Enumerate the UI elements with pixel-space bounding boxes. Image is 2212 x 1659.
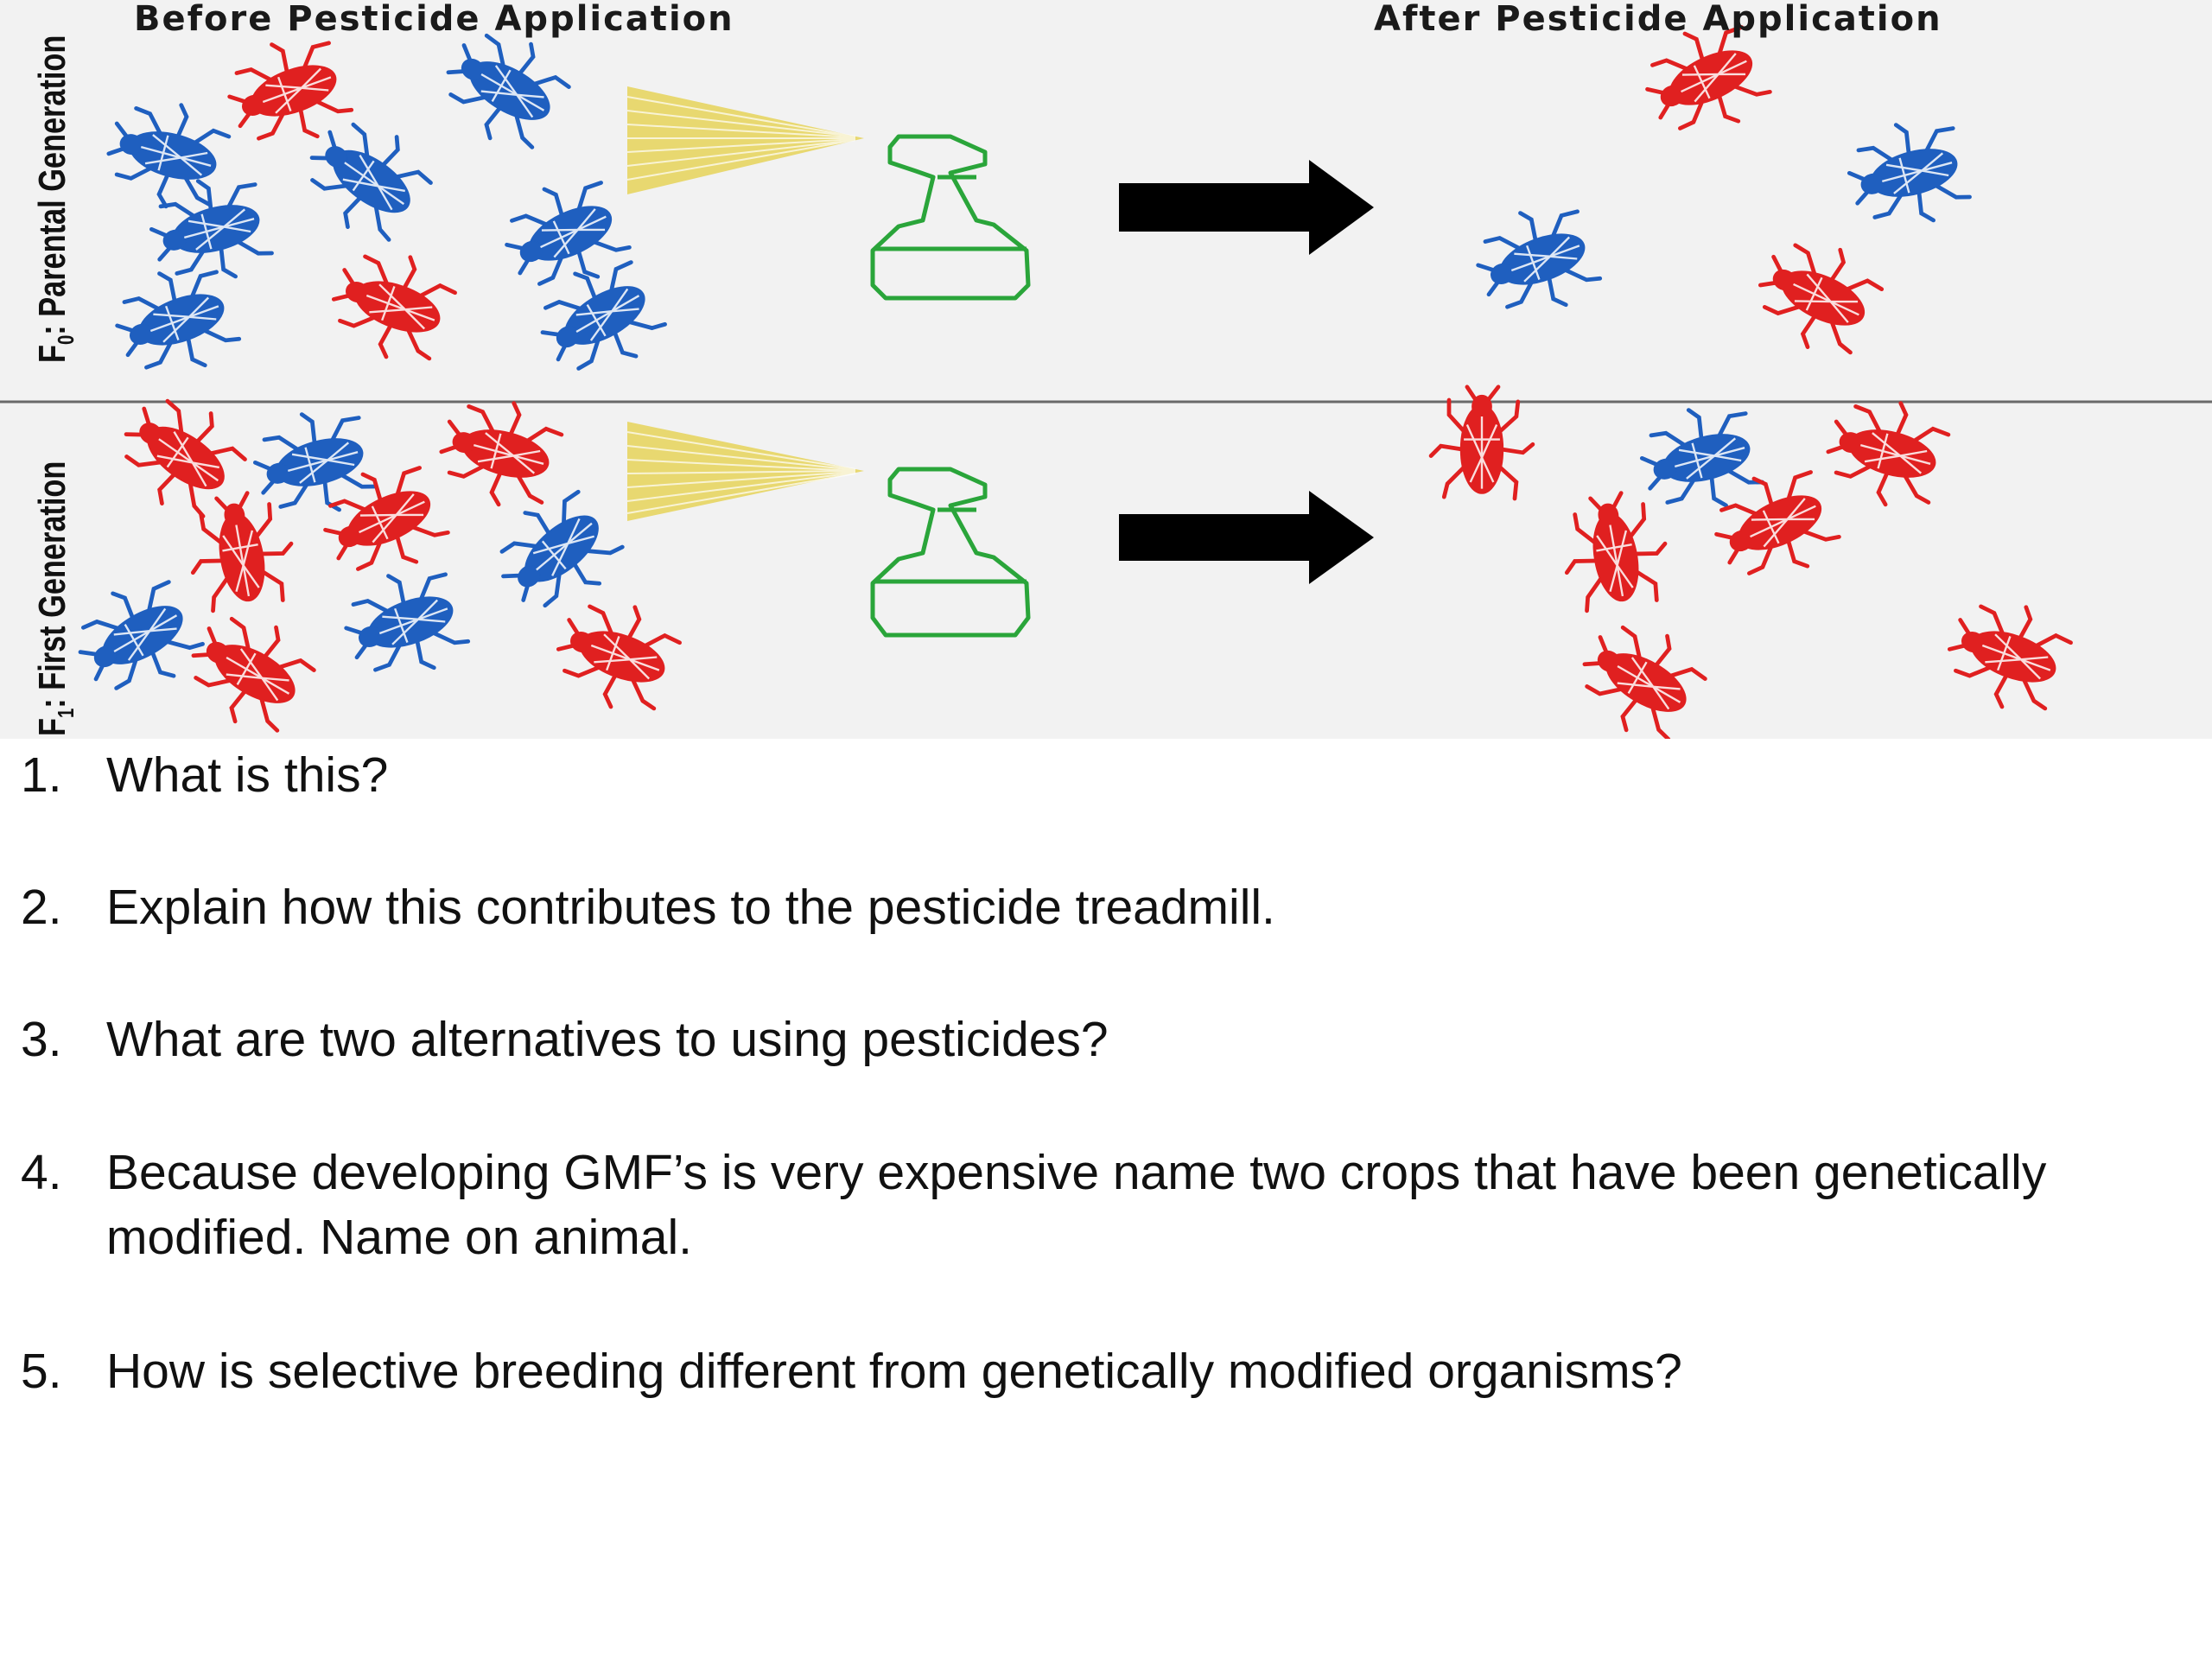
bug-icon: [63, 566, 211, 710]
question-text: What are two alternatives to using pesti…: [106, 1012, 1109, 1067]
parental-generation-label: F0: Parental Generation: [31, 35, 79, 363]
question-number: 4.: [21, 1145, 62, 1200]
bug-icon: [105, 255, 245, 389]
generation-name: : Parental Generation: [31, 35, 73, 335]
bug-icon: [1745, 226, 1890, 365]
generation-subscript: 1: [52, 708, 79, 719]
right-arrow-icon: [1119, 491, 1374, 584]
bug-icon: [334, 557, 474, 691]
question-item: 4. Because developing GMF’s is very expe…: [0, 1141, 2143, 1270]
bug-icon: [1554, 487, 1674, 615]
first-generation-label: F1: First Generation: [31, 461, 79, 736]
generation-subscript: 0: [52, 334, 79, 346]
right-arrow-icon: [1119, 160, 1374, 255]
spray-mist-icon: [626, 422, 864, 521]
question-item: 2. Explain how this contributes to the p…: [0, 875, 2143, 940]
bugs-layer: [63, 11, 2077, 739]
question-text: What is this?: [106, 747, 389, 803]
before-application-header: Before Pesticide Application: [134, 0, 734, 39]
question-item: 5. How is selective breeding different f…: [0, 1339, 2143, 1404]
bug-icon: [525, 246, 673, 391]
question-item: 1. What is this?: [0, 743, 2143, 808]
bug-icon: [175, 599, 323, 739]
bug-icon: [321, 238, 461, 372]
bug-icon: [481, 478, 632, 627]
bug-icon: [1840, 111, 1974, 238]
question-item: 3. What are two alternatives to using pe…: [0, 1007, 2143, 1072]
generation-name: : First Generation: [31, 461, 73, 709]
bug-icon: [493, 167, 637, 306]
spray-bottle-icon: [870, 134, 1031, 301]
bug-icon: [432, 388, 566, 515]
pesticide-resistance-figure: Before Pesticide Application After Pesti…: [0, 0, 2212, 739]
question-number: 5.: [21, 1344, 62, 1399]
spray-mist-icon: [626, 86, 864, 194]
question-text: How is selective breeding different from…: [106, 1344, 1682, 1399]
question-number: 1.: [21, 747, 62, 803]
bug-icon: [1466, 194, 1606, 328]
bug-icon: [1702, 456, 1847, 595]
bug-icon: [1937, 588, 2077, 721]
bug-icon: [1633, 396, 1767, 523]
after-application-header: After Pesticide Application: [1374, 0, 1942, 39]
spray-bottle-icon: [870, 467, 1031, 638]
generation-letter: F: [31, 345, 73, 363]
bug-icon: [1567, 607, 1714, 739]
bug-icon: [1431, 387, 1533, 499]
question-text: Because developing GMF’s is very expensi…: [106, 1145, 2047, 1265]
question-number: 3.: [21, 1012, 62, 1067]
bug-icon: [291, 104, 441, 251]
bug-icon: [546, 588, 686, 721]
bug-icon: [218, 26, 358, 160]
bug-icon: [99, 90, 233, 217]
question-text: Explain how this contributes to the pest…: [106, 880, 1275, 935]
question-number: 2.: [21, 880, 62, 935]
generation-letter: F: [31, 718, 73, 736]
bug-icon: [1819, 388, 1953, 515]
figure-illustration: [0, 0, 2212, 739]
